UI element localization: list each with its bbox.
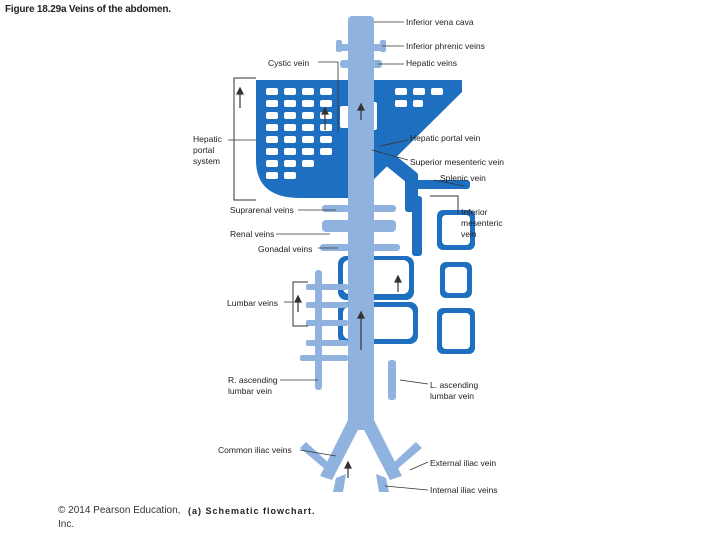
- inferior-mesenteric-bracket: [430, 195, 459, 214]
- label-l-ascending-lumbar-2: lumbar vein: [430, 391, 474, 401]
- label-inferior-phrenic-veins: Inferior phrenic veins: [406, 41, 485, 51]
- label-splenic-vein: Splenic vein: [440, 173, 486, 183]
- figure-caption: (a) Schematic flowchart.: [188, 506, 316, 516]
- brackets: [233, 77, 459, 327]
- copyright-line-1: © 2014 Pearson Education,: [58, 505, 181, 516]
- label-internal-iliac-veins: Internal iliac veins: [430, 485, 498, 495]
- hepatic-veins: [340, 60, 382, 68]
- label-inferior-mesenteric-vein-2: mesenteric: [461, 218, 503, 228]
- label-superior-mesenteric-vein: Superior mesenteric vein: [410, 157, 505, 167]
- label-renal-veins: Renal veins: [230, 229, 275, 239]
- label-suprarenal-veins: Suprarenal veins: [230, 205, 294, 215]
- label-r-ascending-lumbar-1: R. ascending: [228, 375, 278, 385]
- label-lumbar-veins: Lumbar veins: [227, 298, 279, 308]
- label-gonadal-veins: Gonadal veins: [258, 244, 313, 254]
- label-inferior-vena-cava: Inferior vena cava: [406, 17, 474, 27]
- copyright-line-2: Inc.: [58, 519, 75, 530]
- splenic-vein: [412, 180, 470, 189]
- renal-veins: [322, 220, 396, 232]
- label-common-iliac-veins: Common iliac veins: [218, 445, 292, 455]
- label-l-ascending-lumbar-1: L. ascending: [430, 380, 479, 390]
- label-hepatic-portal-system-1: Hepatic: [193, 134, 222, 144]
- label-cystic-vein: Cystic vein: [268, 58, 310, 68]
- hepatic-portal-bracket: [233, 77, 256, 201]
- label-hepatic-portal-vein: Hepatic portal vein: [410, 133, 481, 143]
- external-iliac-vein: [300, 442, 332, 470]
- leader-lines: [228, 21, 465, 491]
- label-inferior-mesenteric-vein-1: Inferior: [461, 207, 488, 217]
- suprarenal-veins: [322, 205, 396, 212]
- systemic-veins: [300, 16, 422, 492]
- lumbar-veins: [306, 284, 348, 290]
- label-hepatic-portal-system-2: portal: [193, 145, 215, 155]
- label-inferior-mesenteric-vein-3: vein: [461, 229, 477, 239]
- common-iliac-veins: [320, 420, 360, 480]
- copyright: © 2014 Pearson Education, Inc.: [58, 504, 180, 532]
- label-r-ascending-lumbar-2: lumbar vein: [228, 386, 272, 396]
- label-hepatic-veins: Hepatic veins: [406, 58, 458, 68]
- label-external-iliac-vein: External iliac vein: [430, 458, 497, 468]
- gonadal-veins: [320, 244, 400, 251]
- flow-arrows: [236, 86, 402, 478]
- label-hepatic-portal-system-3: system: [193, 156, 220, 166]
- r-ascending-lumbar-vein: [315, 270, 322, 390]
- inferior-phrenic-veins: [336, 44, 386, 51]
- internal-iliac-veins: [333, 474, 346, 492]
- lumbar-bracket: [292, 281, 308, 327]
- l-ascending-lumbar-vein: [388, 360, 396, 400]
- figure-title: Figure 18.29a Veins of the abdomen.: [5, 4, 171, 15]
- inferior-mesenteric-vein: [412, 196, 422, 256]
